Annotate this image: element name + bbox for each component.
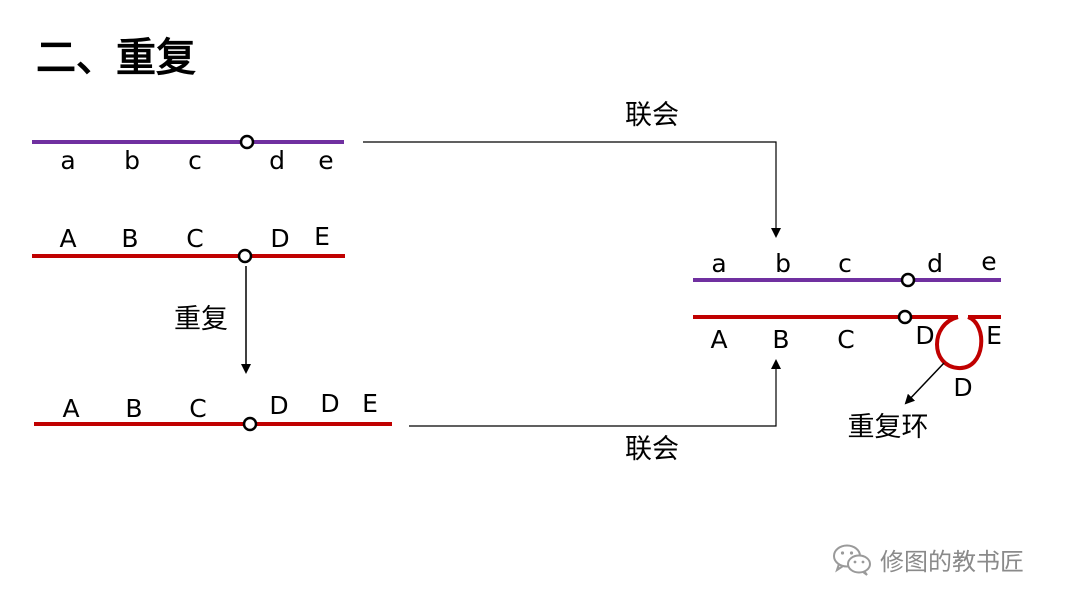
watermark: 修图的教书匠 [832, 542, 1024, 577]
paired-red-chromosome: A B C D E D [693, 309, 1002, 402]
gene-label: B [121, 224, 138, 253]
page-title: 二、重复 [36, 35, 196, 81]
synapsis-label: 联会 [625, 100, 679, 131]
connector-arrow [409, 359, 781, 427]
gene-label: A [62, 394, 79, 423]
centromere [897, 309, 913, 325]
gene-label: a [60, 146, 75, 175]
chromosome-duplicated: A B C D D E [34, 389, 392, 432]
duplication-arrow: 重复 [174, 266, 251, 374]
gene-label: C [837, 325, 854, 354]
centromere [239, 134, 255, 150]
gene-label: b [124, 146, 140, 175]
paired-purple-chromosome: a b c d e [693, 247, 1001, 288]
gene-label: A [710, 325, 727, 354]
gene-label: E [314, 222, 330, 251]
connector-arrow [363, 141, 781, 238]
wechat-icon [833, 544, 871, 576]
gene-label: D [269, 391, 288, 420]
gene-label: D [915, 321, 934, 350]
loop-gene-label: D [953, 373, 972, 402]
gene-label: C [189, 394, 206, 423]
loop-pointer: 重复环 [848, 362, 945, 443]
gene-label: d [269, 146, 285, 175]
centromere [900, 272, 916, 288]
centromere [237, 248, 253, 264]
gene-label: c [838, 249, 852, 278]
gene-label: e [318, 146, 333, 175]
chromosome-normal-red: A B C D E [32, 222, 345, 264]
gene-label: E [986, 321, 1002, 350]
gene-label: b [775, 249, 791, 278]
centromere [242, 416, 258, 432]
gene-label: a [711, 249, 726, 278]
gene-label: e [981, 247, 996, 276]
gene-label: A [59, 224, 76, 253]
duplication-loop [935, 315, 984, 371]
gene-label: B [125, 394, 142, 423]
loop-label: 重复环 [848, 412, 929, 443]
pointer-arrow [904, 362, 945, 405]
synapsis-bottom-connector: 联会 [409, 359, 781, 465]
gene-label: B [772, 325, 789, 354]
gene-label: c [188, 146, 202, 175]
duplication-label: 重复 [174, 304, 228, 335]
gene-label: D [270, 224, 289, 253]
gene-label: E [362, 389, 378, 418]
chromosome-normal-purple: a b c d e [32, 134, 344, 175]
synapsis-top-connector: 联会 [363, 100, 781, 238]
gene-label: D [320, 389, 339, 418]
gene-label: d [927, 249, 943, 278]
synapsis-label: 联会 [625, 434, 679, 465]
watermark-text: 修图的教书匠 [880, 548, 1024, 576]
gene-label: C [186, 224, 203, 253]
